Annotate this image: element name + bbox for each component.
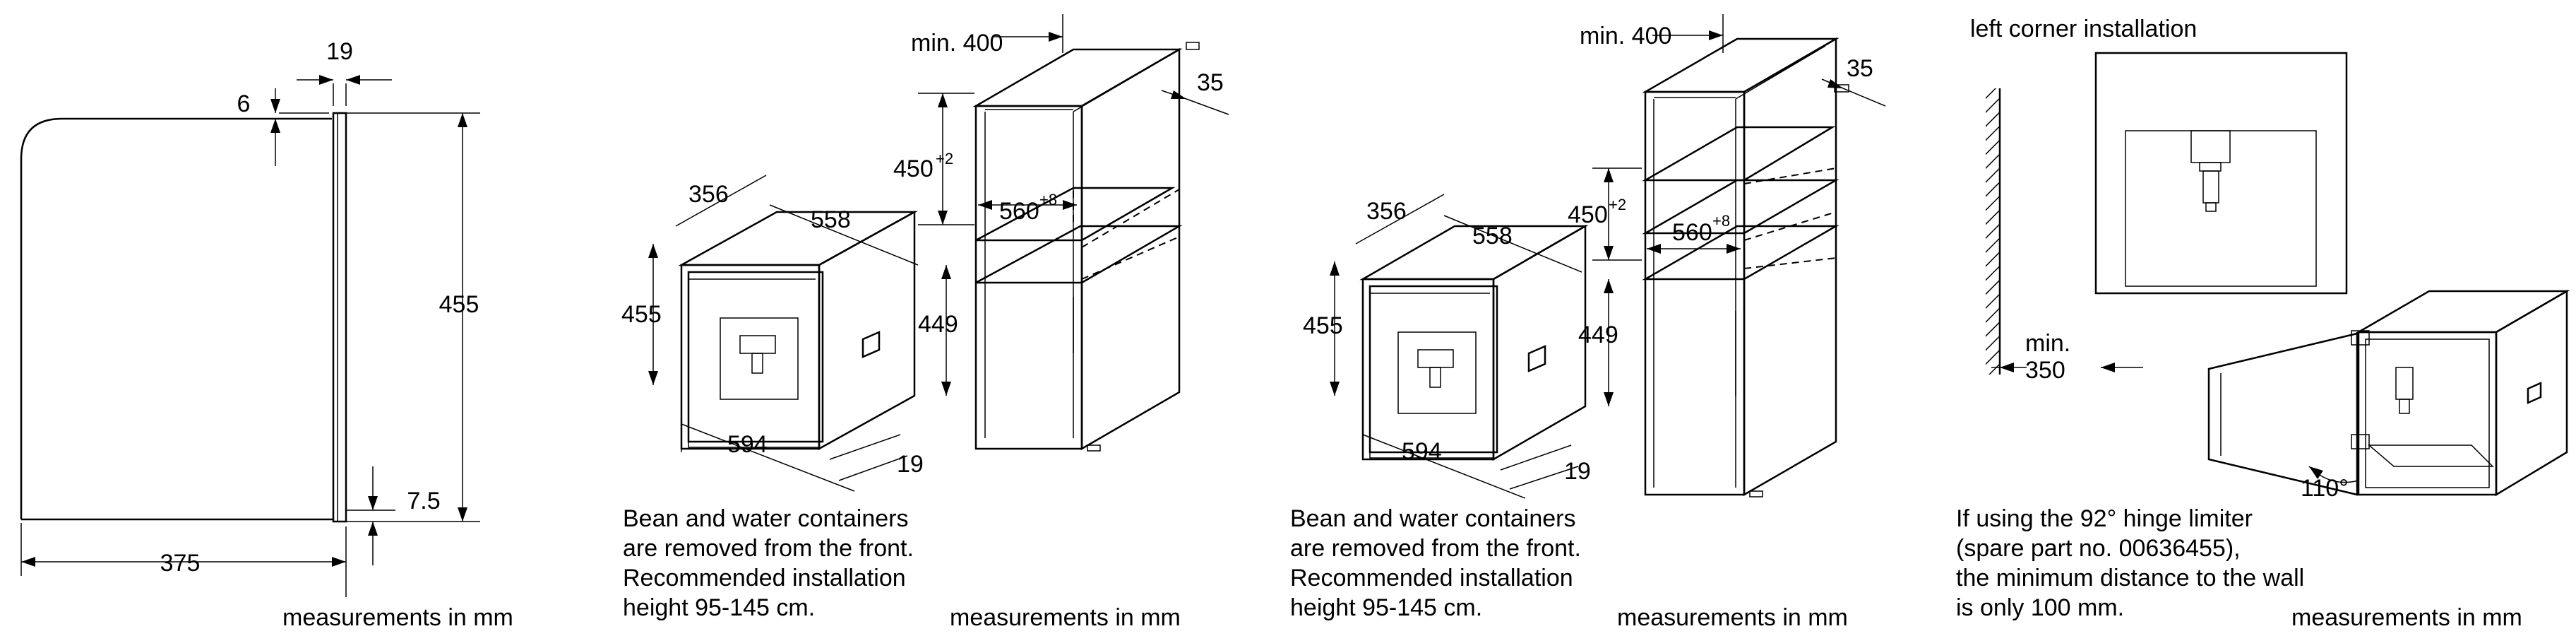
note-b-line-3: Recommended installation [1290, 565, 1573, 591]
appliance-top-view [2094, 52, 2348, 295]
dim-b-appliance-width-top: 558 [1472, 223, 1513, 249]
dim-side-top-offset: 19 [326, 38, 353, 65]
dim-b-niche-height: 450 [1568, 201, 1608, 228]
dim-corner-min-label: min. [2025, 330, 2070, 357]
note-b: Bean and water containers are removed fr… [1290, 505, 1581, 621]
dim-b-front-depth: 19 [1564, 458, 1591, 485]
dim-b-niche-height-tol: +2 [1609, 196, 1626, 213]
dim-a-appliance-width: 594 [727, 431, 768, 458]
dim-a-top-depth: 35 [1197, 69, 1224, 96]
corner-note: If using the 92° hinge limiter (spare pa… [1956, 505, 2304, 621]
dim-a-niche-height-tol: +2 [936, 150, 953, 167]
note-a-line-3: Recommended installation [623, 565, 906, 591]
corner-panel: left corner installation min. 350 [1956, 16, 2570, 631]
units-note-b: measurements in mm [1617, 604, 1848, 631]
dim-corner-min-value: 350 [2025, 357, 2065, 384]
note-a-line-1: Bean and water containers [623, 505, 908, 532]
niche-dims-a: min. 400 35 450 +2 560 +8 356 558 4 [621, 14, 1229, 492]
dim-a-appliance-width-top: 558 [811, 206, 851, 233]
tall-cabinet-a [972, 42, 1200, 452]
dim-a-niche-width-tol: +8 [1039, 191, 1057, 208]
dim-a-body-height: 449 [918, 311, 958, 338]
note-a-line-4: height 95-145 cm. [623, 594, 815, 621]
units-note-side: measurements in mm [282, 604, 513, 631]
corner-title: left corner installation [1970, 16, 2197, 42]
dim-b-body-height: 449 [1578, 322, 1618, 348]
units-note-a: measurements in mm [950, 604, 1181, 631]
niche-panel-b: min. 400 35 450 +2 560 +8 356 558 4 [1290, 14, 1886, 631]
corner-note-line-1: If using the 92° hinge limiter [1956, 505, 2253, 532]
dim-a-appliance-height: 455 [621, 301, 662, 328]
units-note-corner: measurements in mm [2291, 604, 2522, 631]
dim-b-min-depth: min. 400 [1580, 23, 1671, 49]
appliance-a [678, 210, 918, 451]
appliance-side-outline [20, 117, 332, 519]
dim-a-appliance-depth: 356 [688, 181, 729, 208]
front-panel [332, 112, 347, 523]
note-a: Bean and water containers are removed fr… [623, 505, 914, 621]
appliance-b [1359, 224, 1589, 461]
dim-a-min-depth: min. 400 [911, 30, 1003, 57]
corner-note-line-4: is only 100 mm. [1956, 594, 2124, 621]
niche-panel-a: min. 400 35 450 +2 560 +8 356 558 4 [621, 14, 1229, 631]
dim-side-top-gap: 6 [237, 90, 251, 117]
niche-dims-b: min. 400 35 450 +2 560 +8 356 558 4 [1303, 14, 1886, 499]
dim-side-height: 455 [439, 291, 479, 318]
wall-hatch [1986, 88, 2000, 375]
corner-note-line-2: (spare part no. 00636455), [1956, 535, 2241, 562]
dim-b-appliance-depth: 356 [1366, 198, 1407, 225]
dim-a-niche-height: 450 [893, 155, 934, 182]
dim-a-front-depth: 19 [897, 451, 924, 478]
dim-b-top-depth: 35 [1847, 55, 1873, 82]
dim-corner-angle: 110° [2301, 475, 2349, 502]
appliance-open-door [2207, 289, 2570, 497]
dim-b-niche-width: 560 [1672, 219, 1712, 246]
tall-cabinet-b [1642, 37, 1849, 497]
note-b-line-2: are removed from the front. [1290, 535, 1581, 562]
corner-note-line-3: the minimum distance to the wall [1956, 565, 2304, 591]
note-b-line-4: height 95-145 cm. [1290, 594, 1482, 621]
side-view-panel: 19 6 455 7.5 375 measurements in mm [20, 38, 513, 631]
note-b-line-1: Bean and water containers [1290, 505, 1575, 532]
dim-b-appliance-width: 594 [1402, 438, 1442, 465]
dim-b-appliance-height: 455 [1303, 312, 1343, 339]
note-a-line-2: are removed from the front. [623, 535, 914, 562]
dim-side-bottom-gap: 7.5 [407, 488, 440, 514]
dim-a-niche-width: 560 [999, 198, 1039, 225]
dim-b-niche-width-tol: +8 [1712, 212, 1730, 230]
dim-side-depth: 375 [160, 550, 201, 577]
